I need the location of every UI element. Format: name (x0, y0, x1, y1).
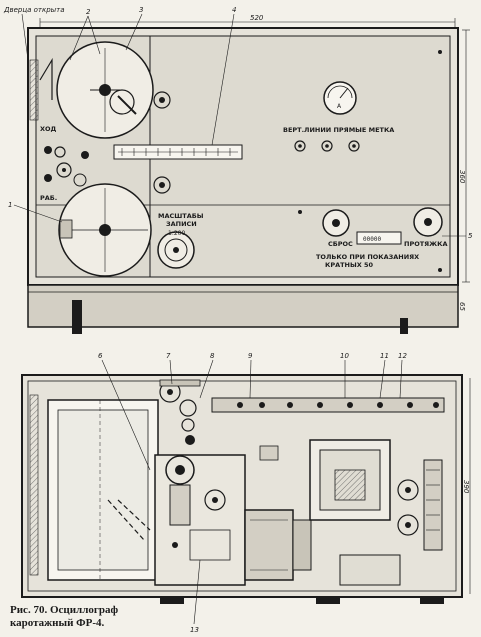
callout-9: 9 (248, 352, 253, 360)
foot-right (400, 318, 408, 334)
caption-line-1: Рис. 70. Осциллограф (10, 604, 119, 616)
dim-360: 360 (458, 170, 466, 184)
center-knobs (153, 91, 171, 194)
scale-dial (157, 231, 195, 269)
dim-65: 65 (458, 302, 466, 311)
dimension-height (462, 29, 470, 283)
dim-520: 520 (250, 14, 264, 22)
bottom-view: 390 6 7 8 9 10 11 12 13 (21, 352, 471, 634)
label-reset: СБРОС (328, 240, 353, 248)
dim-390: 390 (462, 480, 470, 494)
label-rab: РАБ. (40, 194, 57, 202)
dimension-width (39, 18, 456, 28)
callout-11: 11 (380, 352, 389, 360)
callout-3: 3 (139, 6, 143, 14)
scale-dial-value: 1:200 (168, 230, 185, 237)
left-controls (29, 57, 89, 239)
door-open-label: Дверца открыта (3, 6, 65, 14)
bottom-foot-right (420, 598, 444, 604)
callout-2: 2 (86, 8, 91, 16)
note-line-2: КРАТНЫХ 50 (325, 261, 374, 269)
transformer (259, 439, 391, 521)
label-recording: ЗАПИСИ (166, 220, 197, 228)
top-view: ХОД РАБ. А (3, 6, 473, 334)
lower-reel (58, 183, 152, 277)
film-drum (29, 394, 159, 581)
figure-caption: Рис. 70. Осциллограф каротажный ФР-4. (10, 604, 210, 630)
galvanometer-block (154, 454, 246, 586)
gear-train (159, 379, 201, 445)
callout-7: 7 (166, 352, 171, 360)
line-switches (294, 140, 360, 152)
ammeter-label: А (337, 103, 342, 110)
note-line-1: ТОЛЬКО ПРИ ПОКАЗАНИЯХ (316, 253, 419, 261)
label-pull: ПРОТЯЖКА (404, 240, 447, 248)
scale-strip (113, 144, 243, 160)
callout-8: 8 (210, 352, 215, 360)
caption-line-2: каротажный ФР-4. (10, 617, 105, 629)
tube-panel (339, 459, 443, 586)
callout-6: 6 (98, 352, 103, 360)
base-skirt (27, 284, 459, 328)
label-lines-header: ВЕРТ.ЛИНИИ ПРЯМЫЕ МЕТКА (283, 126, 394, 134)
callout-4: 4 (232, 6, 236, 14)
foot-left (72, 300, 82, 334)
callout-10: 10 (340, 352, 349, 360)
bottom-foot-left (160, 598, 184, 604)
counter-section (322, 207, 443, 245)
callout-1: 1 (8, 201, 12, 209)
label-scales: МАСШТАБЫ (158, 212, 204, 220)
motor (244, 509, 312, 581)
counter-digits: 00000 (363, 236, 381, 243)
callout-12: 12 (398, 352, 407, 360)
ammeter: А (323, 81, 357, 115)
callout-13: 13 (190, 626, 199, 634)
upper-reel (56, 41, 154, 139)
callout-5: 5 (468, 232, 473, 240)
bottom-foot-mid (316, 598, 340, 604)
label-hod: ХОД (40, 125, 57, 133)
terminal-strip (211, 397, 445, 413)
